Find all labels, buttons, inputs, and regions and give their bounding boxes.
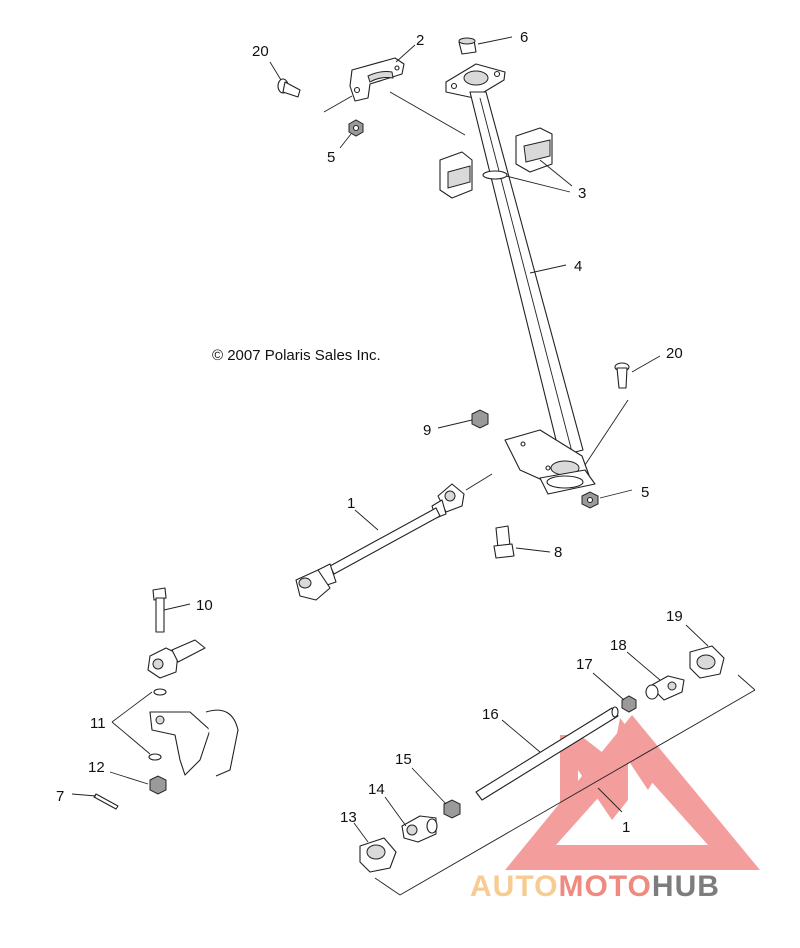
steering-column-4	[445, 63, 596, 495]
bolt-20-top	[269, 61, 301, 98]
callout-9: 9	[423, 422, 431, 439]
watermark-m-shape	[560, 718, 660, 820]
callout-14: 14	[368, 781, 385, 798]
callout-15: 15	[395, 751, 412, 768]
ball-joint-14	[384, 796, 438, 843]
tie-rod-16	[475, 706, 619, 801]
bolt-10	[152, 587, 191, 633]
watermark-triangle-outer	[505, 715, 760, 870]
callout-1-lower: 1	[622, 819, 630, 836]
callout-19: 19	[666, 608, 683, 625]
bolt-8	[493, 525, 551, 559]
nut-9	[437, 409, 489, 429]
callout-7: 7	[56, 788, 64, 805]
callout-5-top: 5	[327, 149, 335, 166]
copyright-text: © 2007 Polaris Sales Inc.	[212, 347, 381, 364]
callout-20-right: 20	[666, 345, 683, 362]
tie-rod-end-19	[685, 624, 725, 679]
nut-15	[411, 767, 461, 819]
clamp-bracket-2	[323, 44, 466, 136]
tie-rod-end-13	[353, 822, 397, 873]
nut-17	[592, 672, 637, 713]
bolt-20-right	[584, 355, 661, 466]
callout-numbers: 20 2 6 5 3 4 20 9 5 1 8 10 11 12 7 19 18…	[56, 29, 683, 836]
leader-1-lower	[597, 787, 623, 813]
callout-13: 13	[340, 809, 357, 826]
callout-6: 6	[520, 29, 528, 46]
nut-5-top	[339, 119, 364, 149]
callout-5-lower: 5	[641, 484, 649, 501]
callout-12: 12	[88, 759, 105, 776]
callout-2: 2	[416, 32, 424, 49]
watermark-text-moto: MOTO	[558, 870, 651, 903]
callout-1-upper: 1	[347, 495, 355, 512]
callout-8: 8	[554, 544, 562, 561]
ball-joint-18	[626, 651, 685, 701]
callout-16: 16	[482, 706, 499, 723]
tie-rod-end-knuckle	[147, 639, 206, 679]
tie-rod-1-upper	[295, 473, 493, 601]
watermark-text-auto: AUTO	[470, 870, 558, 903]
callout-10: 10	[196, 597, 213, 614]
nut-12	[109, 771, 167, 795]
cotter-pin-7	[71, 793, 119, 810]
callout-3: 3	[578, 185, 586, 202]
callout-4: 4	[574, 258, 582, 275]
watermark-wordmark: AUTOMOTOHUB	[470, 870, 720, 903]
callout-18: 18	[610, 637, 627, 654]
callout-20-top: 20	[252, 43, 269, 60]
cap-6	[458, 36, 513, 55]
watermark-logo	[505, 715, 760, 870]
assembly-box-lines	[374, 674, 756, 896]
nut-5-lower	[581, 489, 633, 509]
watermark-text-hub: HUB	[652, 870, 720, 903]
callout-11: 11	[90, 715, 106, 732]
spindle-arm	[111, 688, 239, 777]
bushings-3	[439, 127, 573, 199]
callout-17: 17	[576, 656, 593, 673]
